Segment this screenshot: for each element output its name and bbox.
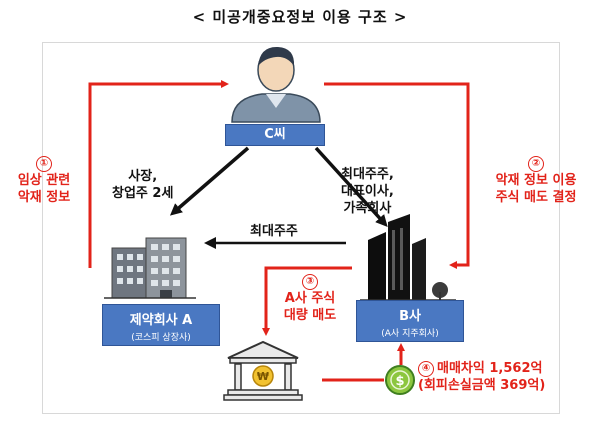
edge-label-c-to-a: 사장, 창업주 2세 [112,169,174,201]
svg-text:$: $ [395,374,404,389]
step-1-label: ① 임상 관련 악재 정보 [17,156,71,205]
building-b-icon [360,214,456,301]
company-b-name: B사 [399,309,421,324]
step-4-number: ④ [418,360,434,377]
arrow-step3 [262,266,352,336]
step-1-number: ① [36,156,52,172]
building-a-icon [104,237,196,299]
bank-icon: ₩ [223,340,303,401]
company-a-sub: (코스피 상장사) [131,333,191,343]
coin-icon: $ [385,365,415,395]
company-a-name: 제약회사 A [129,313,193,328]
step-3-number: ③ [302,274,318,290]
arrow-step2 [324,82,470,269]
step-2-number: ② [528,156,544,172]
company-b-box: B사 (A사 지주회사) [356,300,464,342]
company-b-sub: (A사 지주회사) [381,329,439,339]
edge-label-b-to-a: 최대주주 [250,224,298,239]
arrow-c-to-b [314,146,388,227]
step-3-label: ③ A사 주식 대량 매도 [283,274,337,323]
edge-label-c-to-b: 최대주주, 대표이사, 가족회사 [341,167,394,216]
svg-text:₩: ₩ [257,370,269,383]
person-label-box: C씨 [225,124,325,146]
person-icon [231,46,321,123]
company-a-box: 제약회사 A (코스피 상장사) [102,304,220,346]
diagram-frame [42,42,560,414]
step-4-label: ④ 매매차익 1,562억 (회피손실금액 369억) [418,360,546,393]
page-title: < 미공개중요정보 이용 구조 > [192,8,408,26]
arrow-step1 [88,80,229,268]
step-2-label: ② 악재 정보 이용 주식 매도 결정 [495,156,577,205]
arrow-c-to-a [169,146,250,216]
